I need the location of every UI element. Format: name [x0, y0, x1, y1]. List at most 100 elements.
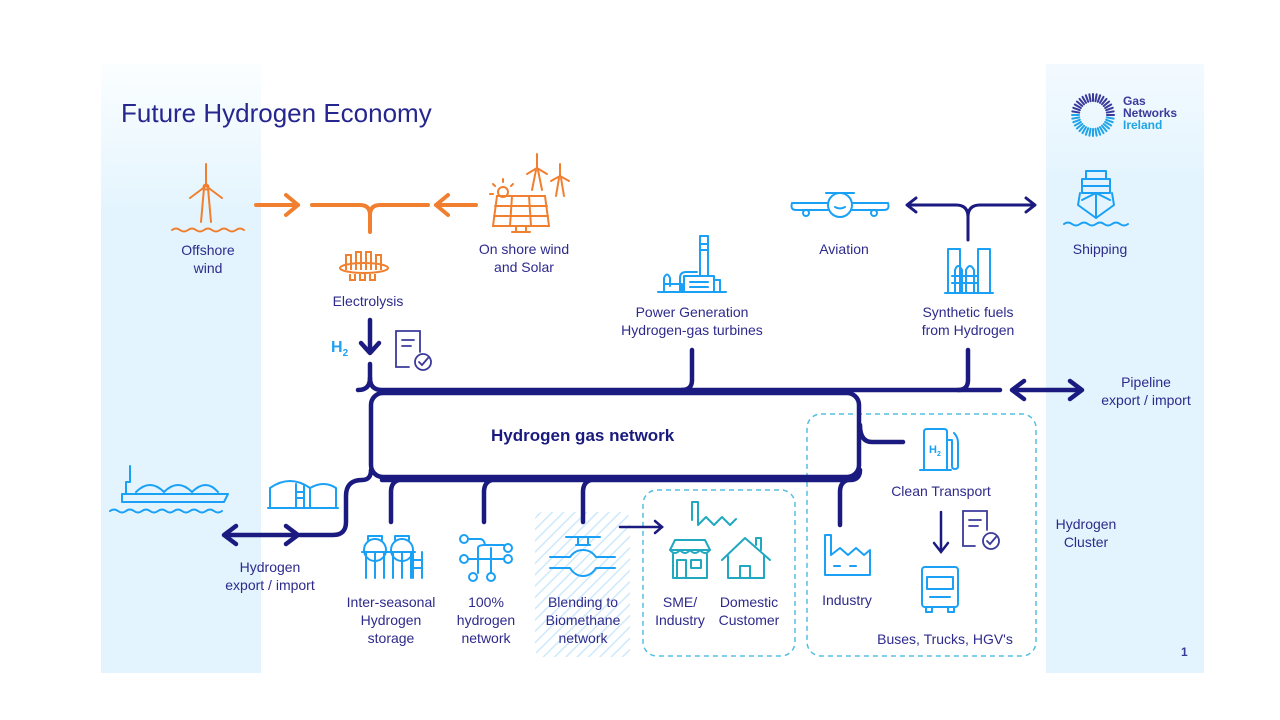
- power-plant-icon: [657, 235, 727, 293]
- h2-pump-label: H2: [929, 444, 941, 458]
- logo: Gas Networks Ireland: [1123, 95, 1177, 131]
- aviation-label: Aviation: [819, 241, 869, 257]
- network-100-label: 100% hydrogen network: [446, 593, 526, 647]
- logo-ray: [1105, 106, 1114, 112]
- label-line: Offshore: [181, 242, 235, 258]
- blending-label: Blending to Biomethane network: [535, 593, 631, 647]
- logo-ray: [1078, 97, 1086, 106]
- certificate-icon: [395, 330, 432, 371]
- logo-ray: [1081, 126, 1087, 135]
- sunburst-ring-icon: [1071, 93, 1115, 137]
- aviation-shipping-branch: [905, 196, 1037, 242]
- power-generation-label: Power Generation Hydrogen-gas turbines: [602, 303, 782, 339]
- label-line: export / import: [1101, 392, 1191, 408]
- offshore-wind-turbine-icon: [171, 163, 245, 233]
- label-line: network: [558, 630, 608, 646]
- storage-tank-icon: [267, 480, 339, 509]
- logo-ray: [1094, 93, 1098, 103]
- refinery-icon: [944, 248, 994, 294]
- cluster-dashed-box: [806, 413, 1037, 657]
- logo-ray: [1073, 103, 1082, 109]
- logo-ray: [1105, 116, 1115, 120]
- label-line: Power Generation: [635, 304, 749, 320]
- offshore-wind-label: Offshore wind: [168, 241, 248, 277]
- logo-ray: [1094, 127, 1098, 137]
- logo-line-2: Networks: [1123, 106, 1178, 120]
- logo-ray: [1105, 118, 1114, 124]
- logo-ray: [1100, 97, 1108, 106]
- logo-ray: [1084, 94, 1090, 103]
- label-line: SME/: [662, 594, 698, 610]
- tanker-ship-icon: [109, 465, 229, 514]
- logo-ray: [1096, 94, 1102, 103]
- label-line: Hydrogen: [360, 612, 422, 628]
- logo-ray: [1075, 100, 1084, 108]
- factory-icon: [824, 534, 871, 576]
- logo-ray: [1099, 95, 1105, 104]
- shop-icon: [669, 539, 711, 579]
- onshore-label: On shore wind and Solar: [464, 240, 584, 276]
- logo-ray: [1100, 124, 1108, 133]
- logo-ray: [1088, 93, 1092, 103]
- logo-ray: [1071, 116, 1081, 120]
- domestic-label: Domestic Customer: [711, 593, 787, 629]
- h2-subscript: 2: [342, 348, 349, 360]
- logo-ray: [1099, 126, 1105, 135]
- logo-ray: [1102, 100, 1111, 108]
- label-line: export / import: [225, 577, 315, 593]
- label-line: 100%: [468, 594, 504, 610]
- logo-ray: [1075, 122, 1084, 130]
- label-line: hydrogen: [456, 612, 516, 628]
- blending-hatch: [535, 512, 630, 657]
- page-title: Future Hydrogen Economy: [121, 98, 432, 128]
- hydrogen-gas-network-label: Hydrogen gas network: [491, 426, 675, 445]
- electrolysis-icon: [339, 251, 389, 281]
- factory-chimney-icon: [691, 501, 737, 526]
- label-line: Domestic: [719, 594, 779, 610]
- electrolysis-label: Electrolysis: [332, 293, 404, 309]
- logo-ray: [1072, 118, 1081, 124]
- airplane-icon: [790, 192, 890, 218]
- label-line: Cluster: [1063, 534, 1109, 550]
- pipe-valve-icon: [549, 536, 616, 577]
- label-line: Synthetic fuels: [922, 304, 1014, 320]
- renewable-flow: [254, 193, 478, 234]
- network-circuit-icon: [459, 534, 513, 582]
- synthetic-fuels-label: Synthetic fuels from Hydrogen: [908, 303, 1028, 339]
- logo-line-1: Gas: [1123, 94, 1146, 108]
- label-line: Hydrogen: [1055, 516, 1117, 532]
- right-band: [1046, 64, 1204, 673]
- storage-label: Inter-seasonal Hydrogen storage: [336, 593, 446, 647]
- logo-ray: [1071, 110, 1081, 114]
- label-line: Blending to: [547, 594, 619, 610]
- label-line: Hydrogen: [239, 559, 301, 575]
- house-icon: [721, 537, 771, 579]
- industry-label: Industry: [822, 592, 872, 608]
- logo-ray: [1104, 121, 1113, 127]
- label-line: Customer: [718, 612, 780, 628]
- shipping-label: Shipping: [1072, 241, 1128, 257]
- storage-tanks-icon: [361, 535, 423, 579]
- sme-label: SME/ Industry: [648, 593, 712, 629]
- truck-icon: [921, 566, 959, 613]
- logo-ray: [1081, 95, 1087, 104]
- pipeline-network: [221, 317, 1085, 547]
- label-line: Inter-seasonal: [346, 594, 436, 610]
- h2-label: H2: [331, 339, 348, 359]
- logo-line-3: Ireland: [1123, 118, 1163, 132]
- label-line: Pipeline: [1121, 374, 1171, 390]
- logo-ray: [1073, 121, 1082, 127]
- logo-ray: [1102, 122, 1111, 130]
- logo-ray: [1105, 110, 1115, 114]
- slide-background: [101, 64, 1204, 673]
- label-line: network: [461, 630, 511, 646]
- logo-ray: [1088, 127, 1092, 137]
- customer-dashed-box: [642, 489, 796, 657]
- logo-ray: [1084, 127, 1090, 136]
- clean-transport-label: Clean Transport: [891, 483, 991, 499]
- h2-fuel-pump-icon: [919, 428, 959, 471]
- left-band: [101, 64, 261, 673]
- label-line: storage: [367, 630, 415, 646]
- label-line: and Solar: [494, 259, 554, 275]
